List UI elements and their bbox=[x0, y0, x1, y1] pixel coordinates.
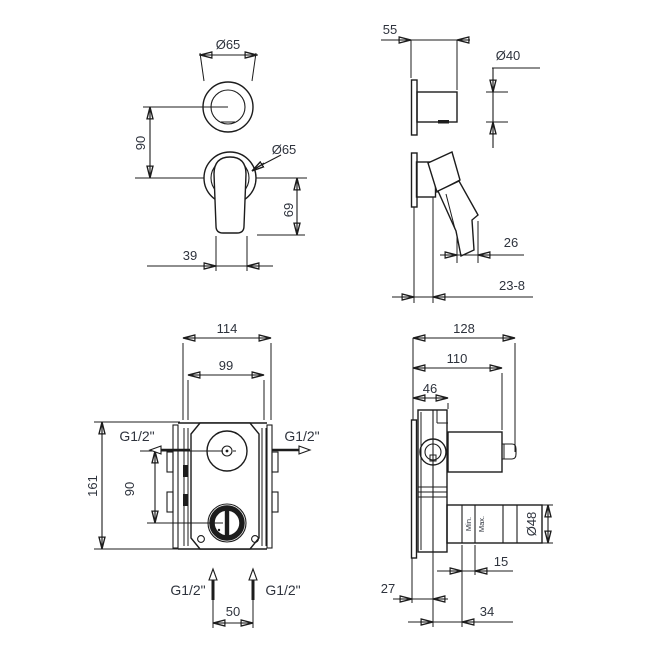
spout-front-view: Ø65 90 Ø65 69 39 bbox=[133, 37, 307, 271]
dim-label-adjust-range-15: 15 bbox=[494, 554, 508, 569]
screw-hole-right bbox=[251, 535, 259, 543]
label-max: Max. bbox=[477, 516, 486, 532]
cartridge-housing bbox=[447, 431, 503, 473]
dim-label-outlet-dia-48: Ø48 bbox=[524, 512, 539, 537]
dim-label-overall-height-161: 161 bbox=[85, 475, 100, 497]
dim-label-depth-27: 27 bbox=[381, 581, 395, 596]
dim-label-handle-projection-26: 26 bbox=[504, 235, 518, 250]
flow-arrow-bottom-right bbox=[248, 567, 258, 581]
dim-label-spout-dia-40: Ø40 bbox=[496, 48, 521, 63]
screw-hole-left bbox=[197, 535, 205, 543]
dim-label-overall-width-114: 114 bbox=[217, 321, 238, 336]
dim-label-body-depth-46: 46 bbox=[423, 381, 437, 396]
handle-side-view: 26 23-8 bbox=[392, 151, 533, 303]
thread-label-bottom-right: G1/2" bbox=[265, 582, 300, 598]
outlet-cylinder bbox=[446, 504, 543, 544]
thread-label-left: G1/2" bbox=[119, 428, 154, 444]
handle-lever-front bbox=[213, 156, 247, 234]
dim-label-inlet-spacing-50: 50 bbox=[226, 604, 240, 619]
flow-arrow-left bbox=[148, 445, 162, 455]
dim-label-spout-projection-55: 55 bbox=[383, 22, 397, 37]
dim-label-inner-width-99: 99 bbox=[219, 358, 233, 373]
aerator-mark bbox=[438, 120, 449, 124]
spout-side-view: 55 Ø40 bbox=[381, 22, 540, 148]
dim-label-spout-dia-top: Ø65 bbox=[216, 37, 241, 52]
dim-label-depth-110: 110 bbox=[447, 351, 468, 366]
side-inlet bbox=[419, 438, 447, 466]
dim-label-outlet-distance-90: 90 bbox=[122, 482, 137, 496]
cartridge bbox=[207, 503, 247, 543]
plaster-shield bbox=[410, 419, 418, 559]
dim-label-depth-34: 34 bbox=[480, 604, 494, 619]
handle-knob-side bbox=[427, 151, 461, 194]
dim-label-depth-range-23-8: 23-8 bbox=[499, 278, 525, 293]
flow-arrow-bottom-left bbox=[208, 567, 218, 581]
valve-body-side-view: Min. Max. Ø48 128 110 46 15 bbox=[381, 321, 553, 627]
dim-label-center-distance-90: 90 bbox=[133, 136, 148, 150]
handle-lever-side bbox=[437, 180, 479, 258]
dim-label-overall-depth-128: 128 bbox=[453, 321, 475, 336]
cartridge-slot bbox=[224, 505, 230, 541]
spout-body-side bbox=[416, 91, 458, 123]
valve-body-front-view: 114 99 161 90 G1/2" G1/2" G1/2" G1/2 bbox=[85, 321, 320, 628]
right-mounting-rail bbox=[266, 424, 273, 549]
label-min: Min. bbox=[464, 517, 473, 531]
upper-outlet bbox=[206, 430, 248, 472]
dim-label-handle-width-39: 39 bbox=[183, 248, 197, 263]
flow-arrow-right bbox=[298, 445, 312, 455]
left-mounting-rail bbox=[172, 424, 179, 549]
dim-label-handle-height-69: 69 bbox=[281, 203, 296, 217]
spout-wall-plate bbox=[410, 79, 418, 136]
dim-label-escutcheon-dia: Ø65 bbox=[272, 142, 297, 157]
thread-label-bottom-left: G1/2" bbox=[170, 582, 205, 598]
thread-label-right: G1/2" bbox=[284, 428, 319, 444]
